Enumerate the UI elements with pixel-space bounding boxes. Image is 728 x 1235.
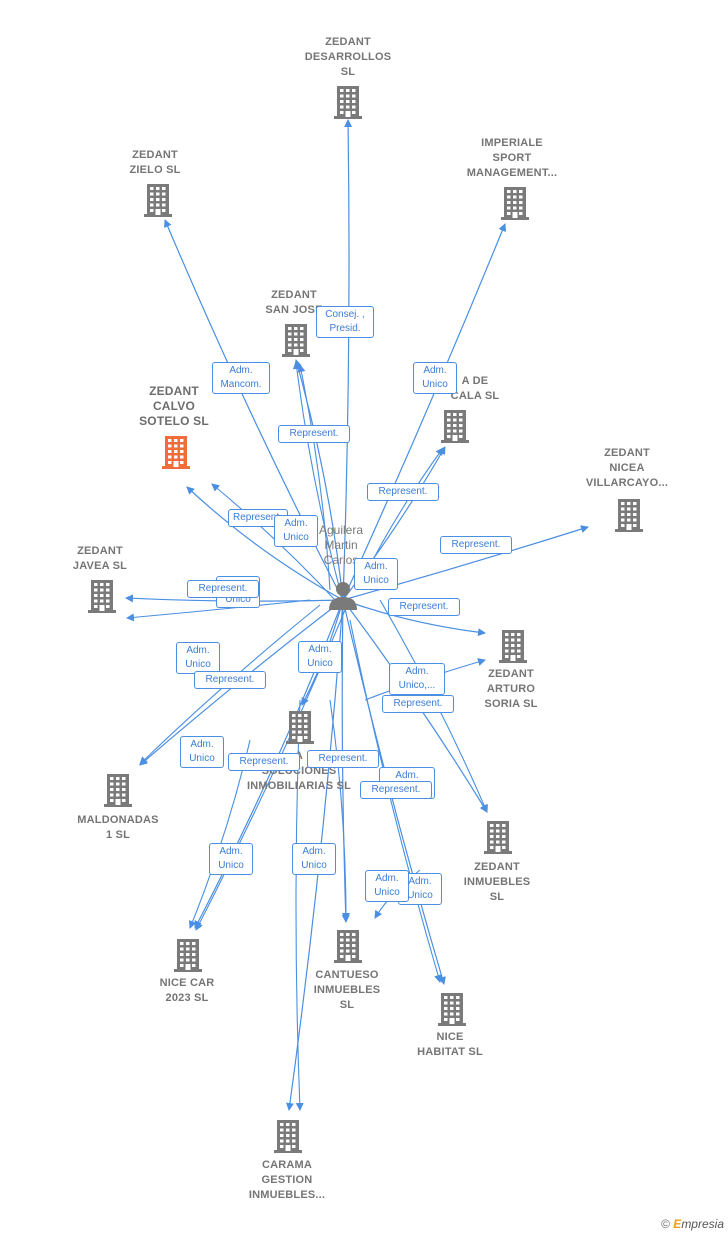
relation-label[interactable]: Represent.	[187, 580, 259, 598]
building-icon[interactable]	[498, 629, 528, 668]
company-name[interactable]: NICE CAR 2023 SL	[159, 977, 215, 1004]
building-icon[interactable]	[273, 1119, 303, 1158]
company-name[interactable]: MALDONADAS 1 SL	[77, 814, 159, 841]
relation-label[interactable]: Represent.	[194, 671, 266, 689]
relation-label[interactable]: Consej. , Presid.	[316, 306, 374, 338]
company-name[interactable]: ZEDANT JAVEA SL	[72, 545, 128, 572]
relationship-edge	[297, 364, 331, 591]
building-icon[interactable]	[103, 773, 133, 812]
building-icon[interactable]	[614, 498, 644, 537]
relation-label[interactable]: Adm. Unico	[292, 843, 336, 875]
relation-label[interactable]: Adm. Unico	[180, 736, 224, 768]
relationship-edge	[294, 359, 344, 601]
relation-label[interactable]: Adm. Mancom.	[212, 362, 270, 394]
building-icon[interactable]	[173, 938, 203, 977]
relationship-edge	[342, 119, 353, 601]
relation-label[interactable]: Adm. Unico	[209, 843, 253, 875]
relationship-edge	[342, 525, 589, 601]
relation-label[interactable]: Represent.	[307, 750, 379, 768]
brand-name: mpresia	[681, 1217, 724, 1231]
relationship-edge	[342, 223, 507, 601]
relationship-edge	[292, 361, 341, 591]
company-name[interactable]: CARAMA GESTION INMUEBLES...	[248, 1159, 326, 1201]
relationship-edge	[342, 599, 486, 637]
copyright-symbol: ©	[661, 1217, 670, 1231]
relationship-edge	[329, 699, 350, 921]
relation-label[interactable]: Adm. Unico	[274, 515, 318, 547]
relation-label[interactable]: Adm. Unico	[365, 870, 409, 902]
company-name[interactable]: ZEDANT CALVO SOTELO SL	[139, 384, 209, 428]
building-icon[interactable]	[285, 710, 315, 749]
building-icon[interactable]	[483, 820, 513, 859]
building-icon[interactable]	[333, 85, 363, 124]
relation-label[interactable]: Adm. Unico,...	[389, 663, 445, 695]
relationship-edge	[164, 219, 344, 601]
building-icon[interactable]	[333, 929, 363, 968]
company-name[interactable]: ZEDANT NICEA VILLARCAYO...	[585, 447, 669, 489]
relation-label[interactable]: Represent.	[367, 483, 439, 501]
building-icon[interactable]	[440, 409, 470, 448]
relation-label[interactable]: Represent.	[228, 753, 300, 771]
company-name[interactable]: IMPERIALE SPORT MANAGEMENT...	[466, 137, 558, 179]
person-icon[interactable]	[328, 580, 358, 615]
building-icon[interactable]	[161, 435, 191, 474]
relation-label[interactable]: Represent.	[278, 425, 350, 443]
relation-label[interactable]: Adm. Unico	[413, 362, 457, 394]
relation-label[interactable]: Adm. Unico	[298, 641, 342, 673]
building-icon[interactable]	[500, 186, 530, 225]
company-name[interactable]: ZEDANT ARTURO SORIA SL	[484, 668, 538, 710]
center-person-name: Aguilera Martin Carlos	[318, 523, 364, 567]
company-name[interactable]: CANTUESO INMUEBLES SL	[313, 969, 381, 1011]
relationship-edge	[126, 599, 311, 622]
relation-label[interactable]: Represent.	[382, 695, 454, 713]
relation-label[interactable]: Represent.	[388, 598, 460, 616]
building-icon[interactable]	[87, 579, 117, 618]
relationship-edge	[349, 619, 442, 983]
relation-label[interactable]: Represent.	[360, 781, 432, 799]
company-name[interactable]: ZEDANT INMUEBLES SL	[463, 861, 531, 903]
company-name[interactable]: ZEDANT DESARROLLOS SL	[304, 36, 392, 78]
relation-label[interactable]: Adm. Unico	[354, 558, 398, 590]
company-name[interactable]: ZEDANT ZIELO SL	[129, 149, 181, 176]
brand-initial: E	[673, 1217, 682, 1231]
relationship-edge	[186, 486, 344, 601]
company-name[interactable]: A DE CALA SL	[450, 375, 500, 402]
company-name[interactable]: ZEDANT SAN JOSE	[265, 289, 323, 316]
building-icon[interactable]	[143, 183, 173, 222]
building-icon[interactable]	[281, 323, 311, 362]
building-icon[interactable]	[437, 992, 467, 1031]
relation-label[interactable]: Represent.	[440, 536, 512, 554]
relation-label[interactable]: Adm. Unico	[176, 642, 220, 674]
company-name[interactable]: NICE HABITAT SL	[417, 1031, 483, 1058]
brand-logo: © Empresia	[661, 1217, 724, 1231]
